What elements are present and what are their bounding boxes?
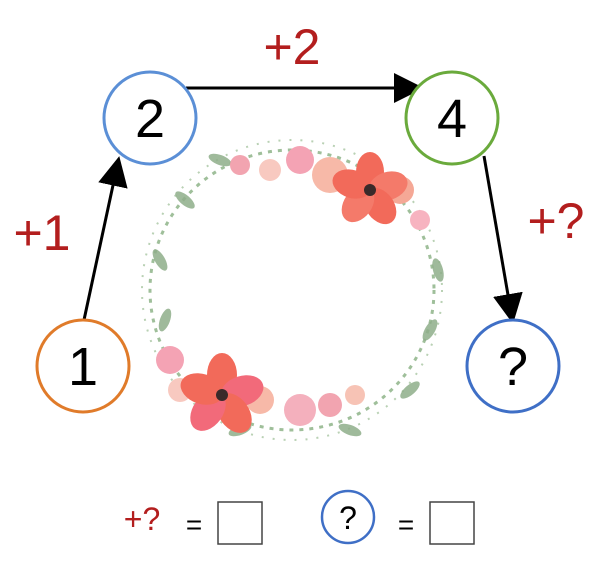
node-1: 1 bbox=[35, 318, 131, 414]
node-1-label: 1 bbox=[68, 337, 98, 397]
answer-row: +? = ? = bbox=[124, 489, 475, 545]
answer-box-node[interactable] bbox=[429, 501, 475, 545]
node-4: 4 bbox=[404, 70, 500, 166]
node-4-label: 4 bbox=[437, 89, 467, 149]
answer-box-step[interactable] bbox=[217, 501, 263, 545]
answer-step-label: +? bbox=[124, 501, 160, 537]
arrow-4-to-unknown bbox=[482, 155, 523, 324]
arrow-1-to-2 bbox=[82, 156, 128, 321]
node-2-label: 2 bbox=[135, 89, 165, 149]
answer-equals-1: = bbox=[186, 509, 202, 540]
step-label-plus-2: +2 bbox=[263, 19, 320, 75]
answer-equals-2: = bbox=[398, 509, 414, 540]
node-2: 2 bbox=[102, 70, 198, 166]
node-unknown-label: ? bbox=[498, 337, 528, 397]
floral-wreath-image bbox=[141, 139, 444, 441]
step-label-plus-1: +1 bbox=[13, 205, 70, 261]
step-label-plus-unknown: +? bbox=[527, 193, 584, 249]
node-unknown: ? bbox=[465, 318, 561, 414]
answer-node-label: ? bbox=[339, 500, 357, 536]
answer-node-circle bbox=[320, 489, 376, 545]
